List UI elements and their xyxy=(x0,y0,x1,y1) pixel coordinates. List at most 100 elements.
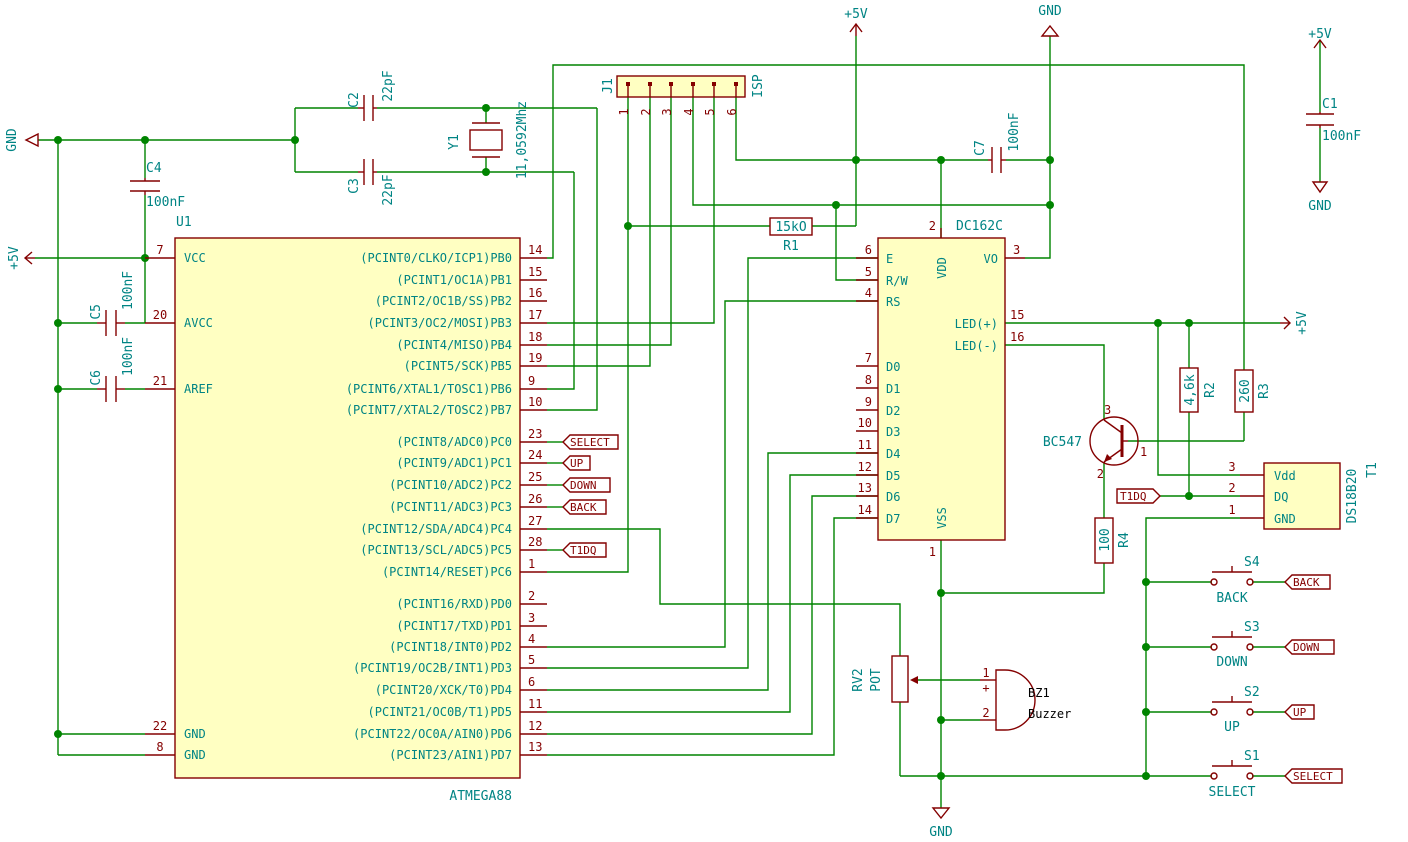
u1-pin-num: 14 xyxy=(528,243,542,257)
u1-pin-name: (PCINT9/ADC1)PC1 xyxy=(396,456,512,470)
bz1-pin: 1 xyxy=(982,666,989,680)
bz1-ref: BZ1 xyxy=(1028,686,1050,700)
lcd-pin-num: 4 xyxy=(865,286,872,300)
t1-pin-name: DQ xyxy=(1274,490,1288,504)
lcd-pin-num: 6 xyxy=(865,243,872,257)
lcd-ledn-num: 16 xyxy=(1010,330,1024,344)
lcd-ref: DC162C xyxy=(956,219,1003,234)
resistor-r1: 15kO R1 xyxy=(769,217,813,254)
lcd-pin-name: D0 xyxy=(886,360,900,374)
u1-pin-name: (PCINT16/RXD)PD0 xyxy=(396,597,512,611)
label-down-right: DOWN xyxy=(1293,641,1320,654)
lcd-pin-name: D1 xyxy=(886,382,900,396)
u1-pin-name: (PCINT22/OC0A/AIN0)PD6 xyxy=(353,727,512,741)
q-value: BC547 xyxy=(1043,435,1082,450)
gnd-bottom-label: GND xyxy=(929,825,953,840)
u1-pin-name: (PCINT12/SDA/ADC4)PC4 xyxy=(360,522,512,536)
u1-pin-num: 6 xyxy=(528,675,535,689)
t1-pin-name: Vdd xyxy=(1274,469,1296,483)
lcd-pin-num: 5 xyxy=(865,265,872,279)
u1-pin-num: 28 xyxy=(528,535,542,549)
lcd-vdd-num: 2 xyxy=(929,219,936,233)
u1-pin-name: AVCC xyxy=(184,316,213,330)
u1-pin-num: 24 xyxy=(528,448,542,462)
r3-ref: R3 xyxy=(1257,383,1272,399)
label-up: UP xyxy=(570,457,584,470)
u1-pin-num: 9 xyxy=(528,374,535,388)
c5-ref: C5 xyxy=(89,304,104,320)
u1-pin-name: (PCINT13/SCL/ADC5)PC5 xyxy=(360,543,512,557)
u1-ref: U1 xyxy=(176,215,192,230)
s4-ref: S4 xyxy=(1244,555,1260,570)
u1-pin-name: (PCINT6/XTAL1/TOSC1)PB6 xyxy=(346,382,512,396)
u1-pin-num: 19 xyxy=(528,351,542,365)
s2-ref: S2 xyxy=(1244,685,1260,700)
u1-pin-num: 10 xyxy=(528,395,542,409)
u1-pin-num: 17 xyxy=(528,308,542,322)
switches: S4 BACK S3 DOWN S2 UP S1 SELECT xyxy=(1209,555,1260,800)
s4-value: BACK xyxy=(1216,591,1247,606)
c3-ref: C3 xyxy=(347,178,362,194)
lcd-pin-num: 12 xyxy=(858,460,872,474)
u1-pin-num: 26 xyxy=(528,492,542,506)
lcd-ledp-num: 15 xyxy=(1010,308,1024,322)
u1-right-pins: 14(PCINT0/CLKO/ICP1)PB015(PCINT1/OC1A)PB… xyxy=(346,243,547,762)
lcd-pin-name: D7 xyxy=(886,512,900,526)
capacitors: C4 100nF C5 100nF C6 100nF C2 22pF C3 22… xyxy=(89,70,1361,402)
lcd-pin-num: 8 xyxy=(865,373,872,387)
u1-pin-name: GND xyxy=(184,748,206,762)
bz1-value: Buzzer xyxy=(1028,707,1071,721)
u1-pin-num: 22 xyxy=(153,719,167,733)
label-t1dq-right: T1DQ xyxy=(1120,490,1147,503)
c4-value: 100nF xyxy=(146,195,185,210)
u1-pin-name: VCC xyxy=(184,251,206,265)
lcd-pin-name: E xyxy=(886,252,893,266)
gnd-top-label: GND xyxy=(1038,4,1062,19)
lcd-pin-name: R/W xyxy=(886,274,908,288)
plus5v-c1-label: +5V xyxy=(1308,27,1332,42)
lcd-pin-name: RS xyxy=(886,295,900,309)
r4-ref: R4 xyxy=(1117,532,1132,548)
label-back: BACK xyxy=(570,501,597,514)
gnd-left-label: GND xyxy=(5,128,20,152)
plus5v-right-label: +5V xyxy=(1295,311,1310,335)
j1-pin: 5 xyxy=(703,108,717,115)
resistors: 4,6k R2 260 R3 100 R4 xyxy=(1094,367,1272,564)
r2-ref: R2 xyxy=(1203,382,1218,398)
lcd-ledp-name: LED(+) xyxy=(955,317,998,331)
s3-ref: S3 xyxy=(1244,620,1260,635)
lcd-pin-num: 10 xyxy=(858,416,872,430)
c7-ref: C7 xyxy=(973,140,988,156)
lcd-pin-name: D5 xyxy=(886,469,900,483)
u1-pin-name: (PCINT11/ADC3)PC3 xyxy=(389,500,512,514)
c5-value: 100nF xyxy=(121,271,136,310)
u1-value: ATMEGA88 xyxy=(449,789,512,804)
r3-value: 260 xyxy=(1238,379,1253,402)
u1-pin-num: 15 xyxy=(528,265,542,279)
u1-pin-name: (PCINT1/OC1A)PB1 xyxy=(396,273,512,287)
u1-pin-num: 20 xyxy=(153,308,167,322)
u1-pin-name: (PCINT14/RESET)PC6 xyxy=(382,565,512,579)
u1-pin-num: 3 xyxy=(528,611,535,625)
lcd-vss-num: 1 xyxy=(929,545,936,559)
power-symbols: GND +5V +5V GND +5V +5V GND GND xyxy=(5,4,1332,840)
lcd-pin-name: D3 xyxy=(886,425,900,439)
lcd-pin-num: 14 xyxy=(858,503,872,517)
u1-pin-num: 21 xyxy=(153,374,167,388)
j1-pin: 2 xyxy=(639,108,653,115)
lcd-dc162c: DC162C 6E5R/W4RS7D08D19D210D311D412D513D… xyxy=(856,219,1025,559)
crystal-y1: Y1 11,0592Mhz xyxy=(447,101,530,179)
u1-pin-num: 12 xyxy=(528,719,542,733)
u1-pin-name: (PCINT10/ADC2)PC2 xyxy=(389,478,512,492)
t1-pin-num: 1 xyxy=(1228,503,1235,517)
u1-pin-name: (PCINT4/MISO)PB4 xyxy=(396,338,512,352)
u1-pin-num: 5 xyxy=(528,653,535,667)
t1-value: DS18B20 xyxy=(1345,469,1360,524)
label-back-right: BACK xyxy=(1293,576,1320,589)
c4-ref: C4 xyxy=(146,161,162,176)
j1-pin: 4 xyxy=(682,108,696,115)
gnd-c1-label: GND xyxy=(1308,199,1332,214)
j1-pin: 1 xyxy=(617,108,631,115)
lcd-pin-num: 9 xyxy=(865,395,872,409)
